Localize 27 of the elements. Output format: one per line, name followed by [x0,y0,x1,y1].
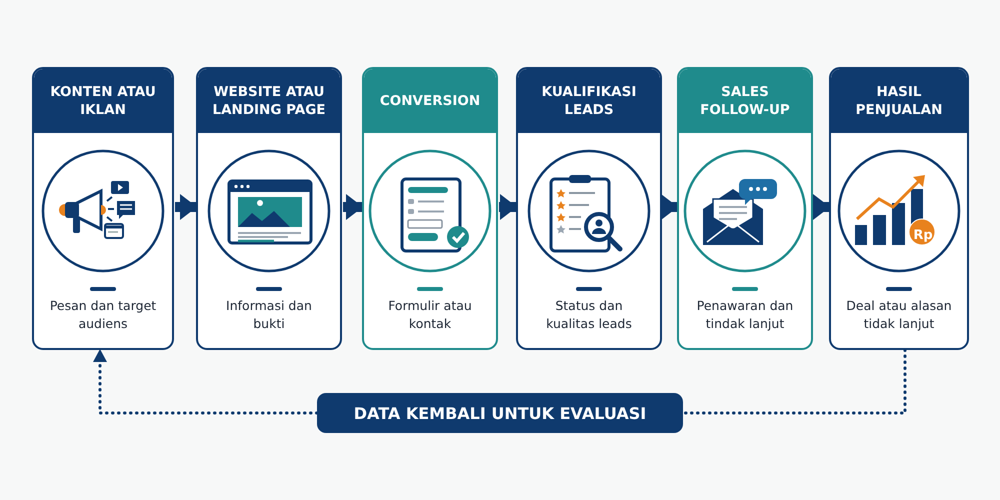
card-description: Formulir atau kontak [387,297,473,334]
card-header: WEBSITE ATAU LANDING PAGE [198,69,340,133]
card-header: SALES FOLLOW-UP [679,69,811,133]
process-card [677,67,813,350]
process-card [829,67,969,350]
card-header: KONTEN ATAU IKLAN [34,69,172,133]
currency-label: Rp [912,228,934,244]
card-description: Penawaran dan tindak lanjut [696,297,794,334]
card-header: HASIL PENJUALAN [831,69,967,133]
arrow [661,194,678,220]
card-header: CONVERSION [364,69,496,133]
card-description: Pesan dan target audiens [48,297,158,334]
feedback-banner: DATA KEMBALI UNTUK EVALUASI [317,393,683,433]
process-card [516,67,662,350]
card-description: Informasi dan bukti [225,297,313,334]
arrow [499,194,517,220]
dotted-line [682,348,906,414]
arrow [343,194,363,220]
process-card [196,67,342,350]
card-description: Deal atau alasan tidak lanjut [845,297,953,334]
dotted-arrow [93,348,318,414]
process-card [32,67,174,350]
process-card [362,67,498,350]
arrow [813,194,830,220]
card-description: Status dan kualitas leads [545,297,633,334]
card-header: KUALIFIKASI LEADS [518,69,660,133]
arrow [175,194,197,220]
